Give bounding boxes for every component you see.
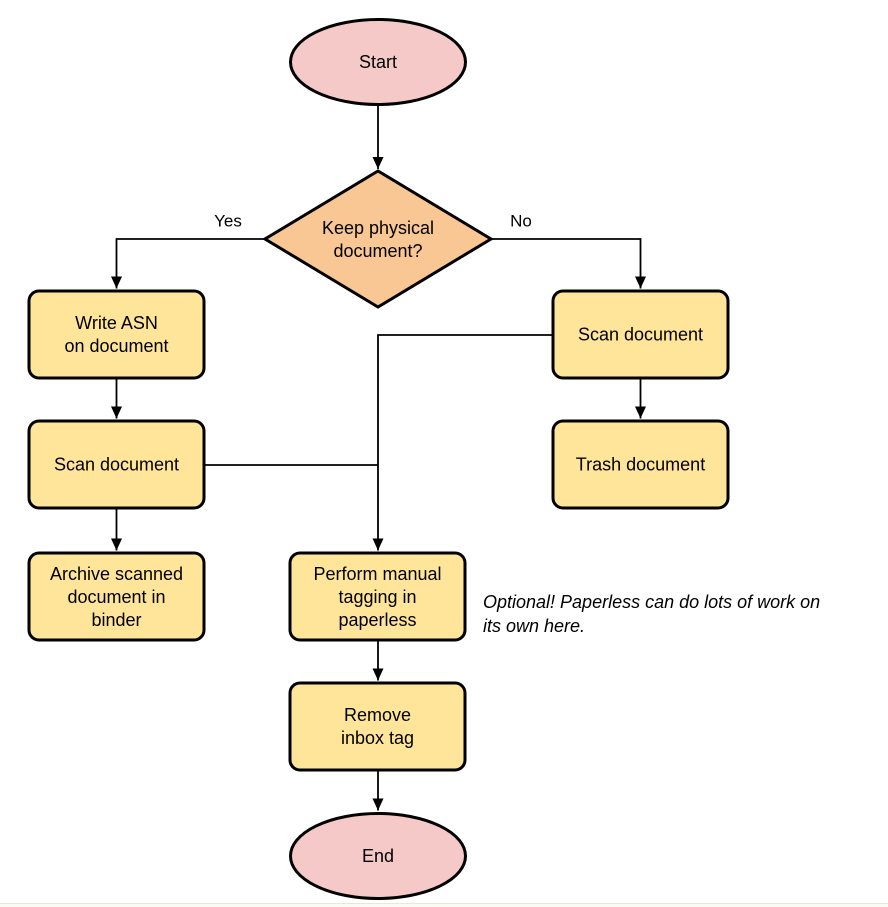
scan-left-label: Scan document <box>54 455 179 475</box>
page-bottom-edge <box>0 903 888 907</box>
node-start: Start <box>289 18 467 106</box>
tagging-label-line3: paperless <box>338 610 416 630</box>
archive-label-line1: Archive scanned <box>50 564 183 584</box>
node-end: End <box>289 812 467 900</box>
annotation-optional-note: Optional! Paperless can do lots of work … <box>483 592 820 636</box>
tagging-label-line2: tagging in <box>338 587 416 607</box>
edge-label-yes: Yes <box>214 212 242 231</box>
trash-box <box>551 419 730 510</box>
edge-scan-right-to-tagging <box>372 334 552 551</box>
archive-label-line3: binder <box>91 610 141 630</box>
scan-right-label: Scan document <box>578 325 703 345</box>
edge-label-no: No <box>510 212 532 231</box>
tagging-box <box>288 551 467 642</box>
end-label: End <box>362 846 394 866</box>
annotation-line2: its own here. <box>483 616 585 636</box>
edge-no-decision-to-scan-right <box>491 238 646 289</box>
start-ellipse <box>289 18 467 106</box>
write-asn-label-line2: on document <box>64 336 168 356</box>
scan-right-box <box>551 289 730 380</box>
write-asn-label-line1: Write ASN <box>75 313 158 333</box>
node-trash-document: Trash document <box>551 419 730 510</box>
node-archive-scanned-document: Archive scanned document in binder <box>27 551 206 642</box>
decision-label-line2: document? <box>333 241 422 261</box>
remove-inbox-label-line2: inbox tag <box>341 728 414 748</box>
remove-inbox-label-line1: Remove <box>344 705 411 725</box>
remove-inbox-box <box>288 681 467 772</box>
node-remove-inbox-tag: Remove inbox tag <box>288 681 467 772</box>
tagging-label-line1: Perform manual <box>313 564 441 584</box>
node-write-asn-on-document: Write ASN on document <box>27 289 206 380</box>
node-decision-keep-physical-document: Keep physical document? <box>262 169 494 309</box>
node-scan-document-left: Scan document <box>27 419 206 510</box>
scan-left-box <box>27 419 206 510</box>
node-scan-document-right: Scan document <box>551 289 730 380</box>
end-ellipse <box>289 812 467 900</box>
archive-box <box>27 551 206 642</box>
archive-label-line2: document in <box>67 587 165 607</box>
start-label: Start <box>359 52 397 72</box>
annotation-line1: Optional! Paperless can do lots of work … <box>483 592 820 612</box>
edge-yes-decision-to-write-asn <box>111 238 265 289</box>
trash-label: Trash document <box>576 455 705 475</box>
node-perform-manual-tagging: Perform manual tagging in paperless <box>288 551 467 642</box>
decision-diamond <box>262 169 494 309</box>
write-asn-box <box>27 289 206 380</box>
decision-label-line1: Keep physical <box>322 218 434 238</box>
edges: Yes No <box>111 105 646 811</box>
